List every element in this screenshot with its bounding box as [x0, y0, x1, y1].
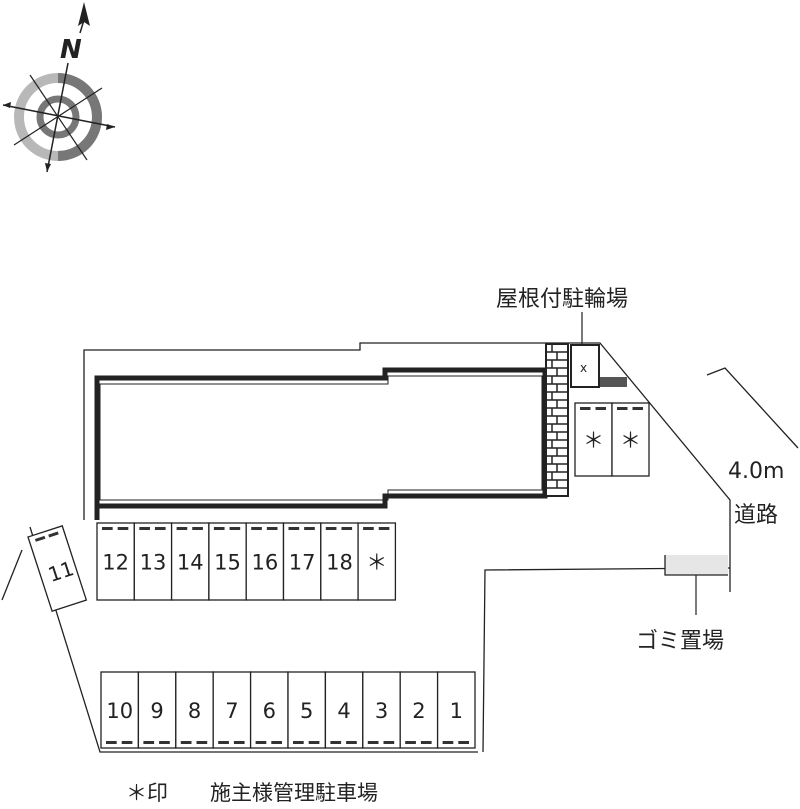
legend-mark: ＊印	[126, 781, 168, 805]
parking-stall[interactable]: 18	[320, 522, 359, 601]
stall-number: 17	[289, 551, 316, 575]
garbage-area	[664, 555, 728, 615]
parking-stall[interactable]: 2	[399, 671, 439, 749]
brick-wall	[545, 343, 569, 497]
stall-number: 4	[337, 699, 350, 723]
stall-number: 18	[326, 551, 353, 575]
building	[94, 367, 548, 520]
stall-number: 10	[106, 699, 133, 723]
road-edge	[706, 367, 799, 449]
stall-number: 3	[375, 699, 388, 723]
stall-number: 8	[188, 699, 201, 723]
stall-number: 7	[225, 699, 238, 723]
stall-number: 15	[214, 551, 241, 575]
parking-stall[interactable]: 7	[212, 671, 252, 749]
stall-number: ＊	[366, 551, 387, 575]
stall-number: 13	[140, 551, 167, 575]
stall-number: 12	[102, 551, 129, 575]
stall-number: 5	[300, 699, 313, 723]
parking-stall[interactable]: 13	[133, 522, 173, 601]
stall-number: ＊	[620, 429, 641, 453]
parking-stall[interactable]: 3	[362, 671, 401, 749]
stall-number: 6	[263, 699, 276, 723]
parking-stall[interactable]: 4	[324, 671, 364, 749]
site-boundary	[83, 342, 731, 592]
parking-stall[interactable]: 10	[100, 671, 140, 749]
north-label: N	[60, 35, 82, 65]
site-boundary-lower	[482, 567, 731, 753]
road-label: 道路	[734, 503, 778, 528]
bike-stalls: ＊＊	[574, 402, 650, 477]
upper-parking-row: 12 13 14 15 16 17 18 ＊	[96, 522, 397, 601]
parking-stall[interactable]: 17	[282, 522, 322, 601]
parking-stall[interactable]: 16	[245, 522, 285, 601]
shelter-mark: x	[580, 361, 587, 375]
garbage-label: ゴミ置場	[636, 629, 724, 654]
parking-stall[interactable]: ＊	[611, 402, 650, 477]
stall-number: 2	[412, 699, 425, 723]
parking-stall[interactable]: 1	[436, 671, 476, 749]
bicycle-shelter: x	[570, 344, 627, 388]
stall-number: 14	[177, 551, 204, 575]
compass-icon: N	[2, 2, 116, 173]
stall-number: 9	[150, 699, 163, 723]
parking-stall[interactable]: 15	[208, 522, 247, 601]
road-width-label: 4.0m	[728, 459, 784, 484]
legend-text: 施主様管理駐車場	[210, 781, 378, 805]
stall-number: 16	[251, 551, 278, 575]
stall-number: 1	[450, 699, 463, 723]
parking-stall[interactable]: 14	[170, 522, 210, 601]
parking-stall-11[interactable]: 11	[27, 525, 88, 613]
parking-stall[interactable]: 9	[137, 671, 177, 749]
parking-stall[interactable]: ＊	[574, 402, 613, 477]
parking-stall[interactable]: 12	[96, 522, 135, 601]
parking-stall[interactable]: 6	[249, 671, 289, 749]
stall-number: ＊	[583, 429, 604, 453]
parking-stall[interactable]: 8	[175, 671, 214, 749]
parking-stall[interactable]: 5	[287, 671, 327, 749]
parking-stall[interactable]: ＊	[357, 522, 397, 601]
bicycle-parking-label: 屋根付駐輪場	[496, 287, 628, 312]
